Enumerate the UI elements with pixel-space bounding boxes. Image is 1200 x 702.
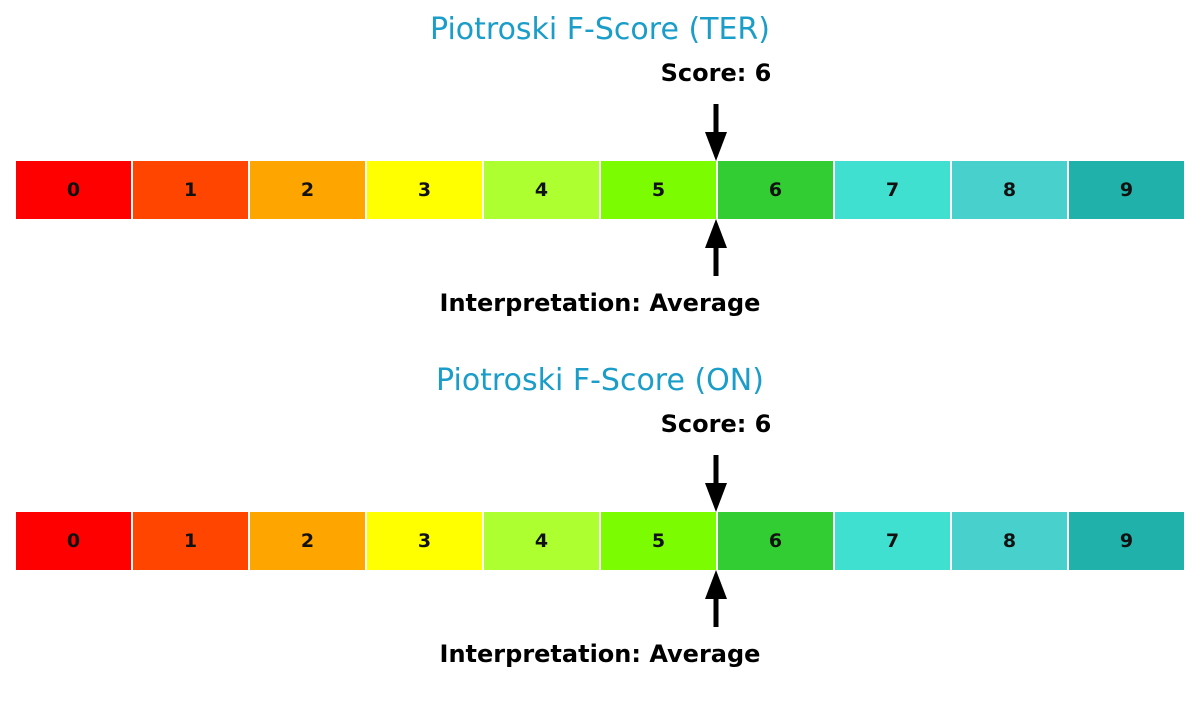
segment-1: 1 [133, 161, 250, 219]
interpretation-text: Interpretation: Average [439, 289, 761, 317]
segment-5: 5 [601, 512, 718, 570]
segment-7: 7 [835, 512, 952, 570]
gauge-title: Piotroski F-Score (TER) [430, 12, 770, 47]
segment-6: 6 [718, 161, 835, 219]
segment-1: 1 [133, 512, 250, 570]
segment-9: 9 [1069, 161, 1184, 219]
segment-7: 7 [835, 161, 952, 219]
gauge-ter: Piotroski F-Score (TER) Score: 6 0 1 2 3… [0, 12, 1200, 320]
interpretation-text: Interpretation: Average [439, 640, 761, 668]
score-bar: 0 1 2 3 4 5 6 7 8 9 [16, 512, 1184, 570]
score-label: Score: 6 [660, 59, 772, 87]
segment-4: 4 [484, 161, 601, 219]
arrow-up-icon [705, 219, 727, 276]
interpretation-label: Interpretation: Average [0, 286, 1200, 320]
score-bar: 0 1 2 3 4 5 6 7 8 9 [16, 161, 1184, 219]
arrow-up-icon [705, 570, 727, 627]
arrow-down-icon [705, 455, 727, 512]
segment-3: 3 [367, 161, 484, 219]
arrow-down-icon [705, 104, 727, 161]
score-label: Score: 6 [660, 410, 772, 438]
segment-2: 2 [250, 161, 367, 219]
segment-4: 4 [484, 512, 601, 570]
segment-0: 0 [16, 161, 133, 219]
segment-2: 2 [250, 512, 367, 570]
interpretation-label: Interpretation: Average [0, 637, 1200, 671]
segment-5: 5 [601, 161, 718, 219]
gauge-on: Piotroski F-Score (ON) Score: 6 0 1 2 3 … [0, 351, 1200, 702]
segment-0: 0 [16, 512, 133, 570]
gauge-title: Piotroski F-Score (ON) [436, 363, 764, 398]
segment-8: 8 [952, 512, 1069, 570]
segment-6: 6 [718, 512, 835, 570]
segment-9: 9 [1069, 512, 1184, 570]
segment-8: 8 [952, 161, 1069, 219]
segment-3: 3 [367, 512, 484, 570]
